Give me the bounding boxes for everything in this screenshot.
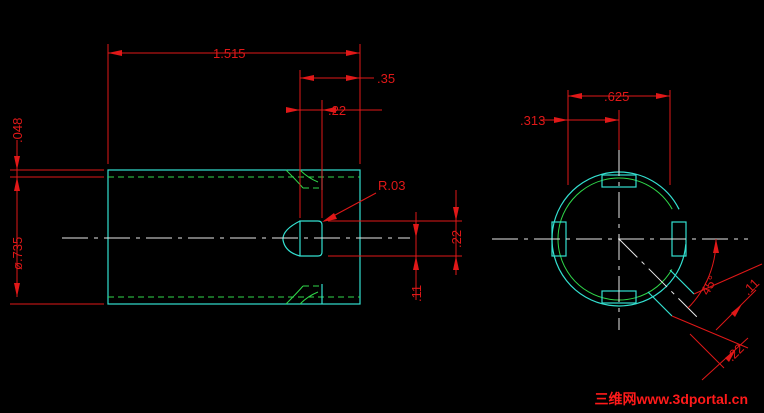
dim-half-circle: .313 [520,113,545,128]
dim-bolt-circle: .625 [604,89,629,104]
tube-outline [107,169,361,305]
bottom-slot-curve [285,285,319,305]
dim-overall-length: 1.515 [213,46,246,61]
dim-slot-half: .11 [409,285,424,302]
watermark: 三维网www.3dportal.cn [594,391,749,407]
top-slot-curve [285,169,319,189]
middle-slot [299,220,323,257]
dim-slot-width: .22 [328,103,346,118]
end-view [492,150,748,330]
dim-end-length: .22 [724,341,747,364]
dim-slot-height: .22 [449,230,464,248]
dim-slot-offset: .35 [377,71,395,86]
outer-circle [551,171,687,307]
end-dimensions: .625 .313 45° .11 .22 [520,89,763,381]
end-centerline-diag [618,238,701,321]
dim-radius: R.03 [378,178,405,193]
dim-end-width: .11 [740,275,763,298]
dim-angle: 45° [698,273,721,298]
side-dimensions: 1.515 .35 .22 .048 ø.735 R.03 [10,44,464,305]
dim-wall: .048 [10,118,25,143]
dim-diameter: ø.735 [10,237,25,270]
side-view [62,169,410,305]
